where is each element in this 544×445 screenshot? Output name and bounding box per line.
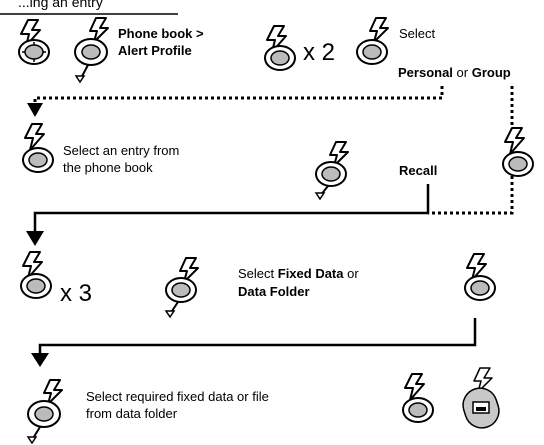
softkey-icon — [462, 367, 500, 429]
choice-line: Personal or Group — [398, 65, 511, 81]
arrowhead-step2 — [27, 103, 43, 117]
choice-personal: Personal — [398, 65, 453, 80]
solid-connector-recall — [33, 184, 430, 231]
step3-select-line1: Select Fixed Data or — [238, 266, 359, 282]
option-data-folder: Data Folder — [238, 284, 310, 299]
joystick-press-icon — [464, 253, 496, 301]
step2-instruction-line1: Select an entry from — [63, 143, 180, 158]
step4-instruction-line1: Select required fixed data or file — [86, 389, 269, 404]
joystick-up-down-icon — [356, 17, 389, 65]
joystick-press-icon — [402, 373, 434, 423]
step3-select-word: Select — [238, 266, 278, 281]
menu-path-line2: Alert Profile — [118, 43, 192, 58]
solid-connector-step4 — [38, 318, 477, 353]
arrowhead-step3 — [26, 231, 44, 246]
option-fixed-data: Fixed Data — [277, 266, 344, 281]
arrowhead-step4 — [31, 353, 49, 367]
joystick-press-icon — [20, 251, 52, 299]
joystick-press-icon — [502, 127, 534, 177]
menu-path-line1: Phone book > — [118, 26, 204, 41]
joystick-up-down-icon — [314, 141, 349, 200]
joystick-up-down-icon — [74, 17, 109, 84]
step2-instruction-line2: the phone book — [63, 160, 153, 175]
header-title: ...ing an entry — [18, 0, 103, 10]
joystick-up-down-icon — [22, 123, 54, 173]
press-count-x2: x 2 — [303, 39, 336, 66]
choice-or: or — [452, 65, 472, 80]
joystick-press-icon — [18, 19, 50, 65]
joystick-up-down-icon — [26, 379, 63, 444]
press-count-x3: x 3 — [60, 280, 93, 307]
joystick-up-down-icon — [164, 257, 199, 318]
select-label: Select — [399, 26, 436, 41]
step4-instruction-line2: from data folder — [86, 406, 178, 421]
recall-label: Recall — [399, 163, 438, 178]
step3-or: or — [343, 266, 359, 281]
dotted-connector-personal — [33, 86, 444, 103]
choice-group: Group — [471, 65, 511, 80]
joystick-press-icon — [264, 25, 296, 71]
